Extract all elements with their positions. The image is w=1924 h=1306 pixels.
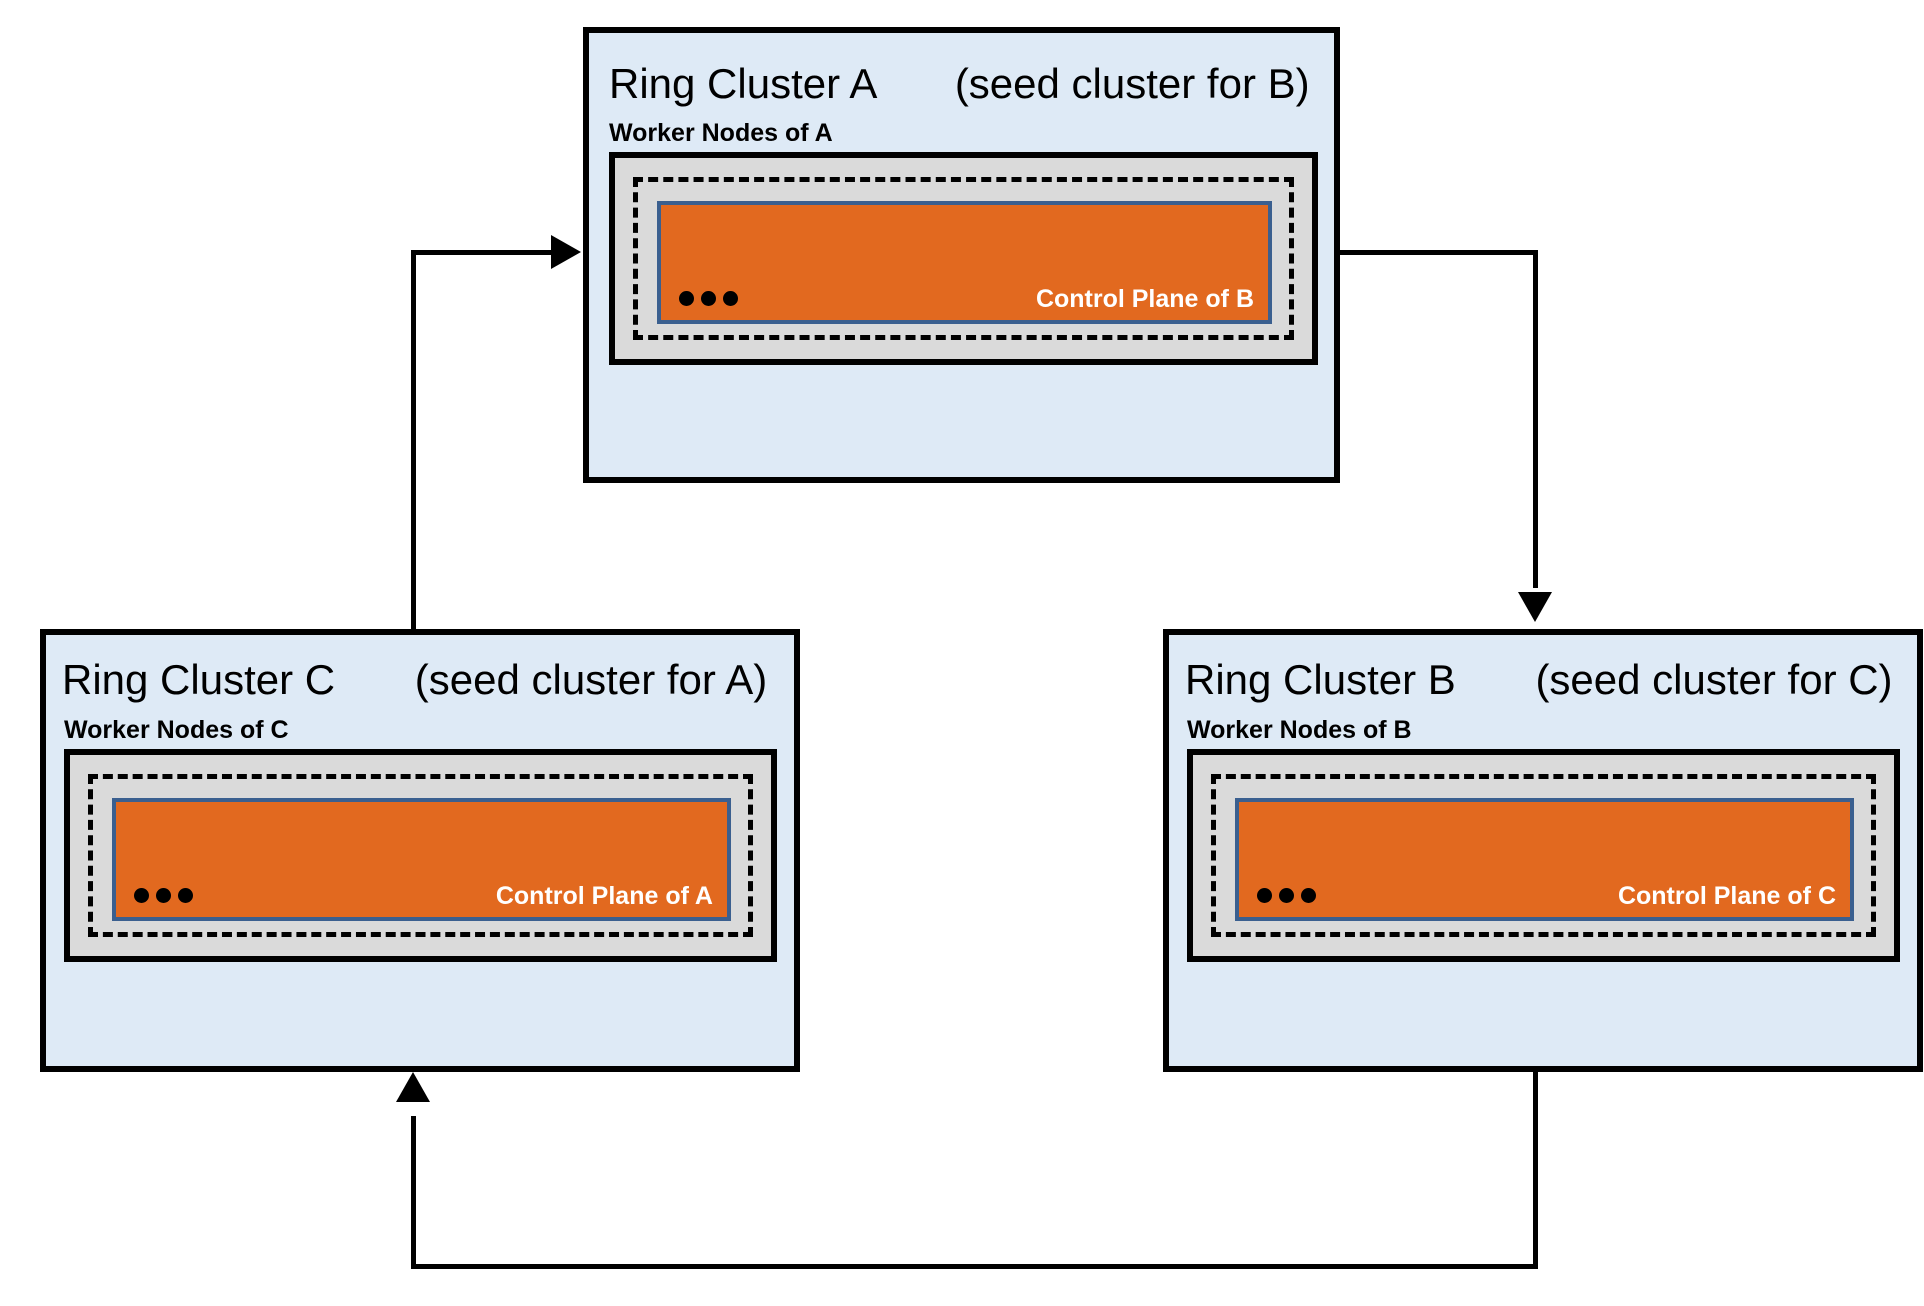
connector-b-to-c-vertical-right [1533, 1072, 1538, 1269]
connector-c-to-a-vertical [411, 250, 416, 632]
cluster-c-control-plane: Control Plane of A [112, 798, 731, 921]
connector-b-to-c-arrowhead-icon [396, 1072, 430, 1102]
connector-a-to-b-horizontal [1340, 250, 1538, 255]
cluster-b-ellipsis-dots [1257, 888, 1316, 903]
cluster-a-control-plane: Control Plane of B [657, 201, 1272, 324]
cluster-b-seed-note: (seed cluster for C) [1535, 656, 1893, 703]
connector-c-to-a-horizontal [411, 250, 554, 255]
cluster-c-dashed-boundary [88, 774, 753, 937]
cluster-c-worker-label: Worker Nodes of C [64, 716, 289, 744]
cluster-c-worker-group: Control Plane of A [64, 749, 777, 962]
cluster-a-title-row: Ring Cluster A (seed cluster for B) [609, 63, 1310, 105]
cluster-a-worker-group: Control Plane of B [609, 152, 1318, 365]
cluster-a-worker-label: Worker Nodes of A [609, 119, 833, 147]
cluster-a-control-plane-label: Control Plane of B [1035, 285, 1254, 313]
connector-b-to-c-horizontal-bottom [411, 1264, 1538, 1269]
cluster-b-control-plane: Control Plane of C [1235, 798, 1854, 921]
ring-cluster-b: Ring Cluster B (seed cluster for C) Work… [1163, 629, 1923, 1072]
connector-a-to-b-vertical [1533, 250, 1538, 588]
cluster-b-control-plane-label: Control Plane of C [1617, 882, 1836, 910]
cluster-a-dashed-boundary [633, 177, 1294, 340]
cluster-c-seed-note: (seed cluster for A) [414, 656, 768, 703]
ring-cluster-a: Ring Cluster A (seed cluster for B) Work… [583, 27, 1340, 483]
connector-c-to-a-arrowhead-icon [551, 235, 581, 269]
ring-cluster-c: Ring Cluster C (seed cluster for A) Work… [40, 629, 800, 1072]
cluster-c-ellipsis-dots [134, 888, 193, 903]
cluster-c-title-row: Ring Cluster C (seed cluster for A) [62, 659, 767, 701]
cluster-c-control-plane-label: Control Plane of A [495, 882, 713, 910]
cluster-a-title: Ring Cluster A [609, 60, 876, 107]
cluster-b-title-row: Ring Cluster B (seed cluster for C) [1185, 659, 1893, 701]
cluster-a-seed-note: (seed cluster for B) [954, 60, 1310, 107]
cluster-a-ellipsis-dots [679, 291, 738, 306]
connector-b-to-c-vertical-left [411, 1116, 416, 1266]
cluster-b-worker-label: Worker Nodes of B [1187, 716, 1412, 744]
cluster-b-worker-group: Control Plane of C [1187, 749, 1900, 962]
cluster-b-dashed-boundary [1211, 774, 1876, 937]
connector-a-to-b-arrowhead-icon [1518, 592, 1552, 622]
cluster-b-title: Ring Cluster B [1185, 656, 1456, 703]
cluster-c-title: Ring Cluster C [62, 656, 336, 703]
